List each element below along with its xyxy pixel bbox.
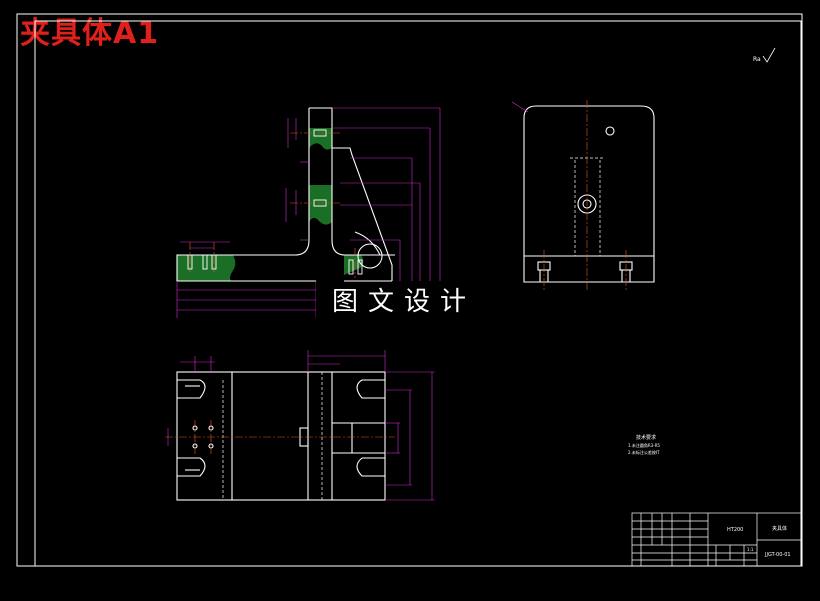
side-view-hidden [570, 157, 605, 256]
top-view-outline [176, 371, 386, 501]
title-block [631, 512, 803, 567]
top-view-dimensions [167, 350, 435, 501]
tech-requirement-item: 2.未标注公差按IT [628, 449, 660, 455]
side-view-outline [523, 105, 655, 283]
drawing-frame [16, 13, 803, 567]
side-view-dimensions [511, 101, 529, 113]
title-block-material: HT200 [727, 527, 743, 533]
tech-requirements-heading: 技术要求 [636, 434, 656, 441]
title-block-part-name: 夹具体 [772, 525, 787, 532]
top-view-hidden [222, 372, 323, 500]
side-view-centerlines [543, 100, 627, 290]
roughness-label: Ra [753, 56, 761, 63]
title-banner: 夹具体A1 [20, 16, 160, 51]
roughness-symbol [762, 47, 776, 63]
top-view [165, 350, 435, 501]
front-view [176, 107, 441, 318]
front-view-hatch [177, 128, 364, 281]
watermark-text: 图文设计 [316, 282, 492, 322]
front-view-holes [187, 129, 363, 275]
side-view [511, 100, 655, 290]
tech-requirement-item: 1.未注圆角R3-R5 [628, 442, 660, 448]
title-block-drawing-no: JJGT-00-01 [764, 552, 791, 558]
title-block-scale: 1:1 [747, 547, 754, 552]
front-view-centerlines [189, 132, 356, 278]
top-view-centerlines [165, 420, 395, 454]
